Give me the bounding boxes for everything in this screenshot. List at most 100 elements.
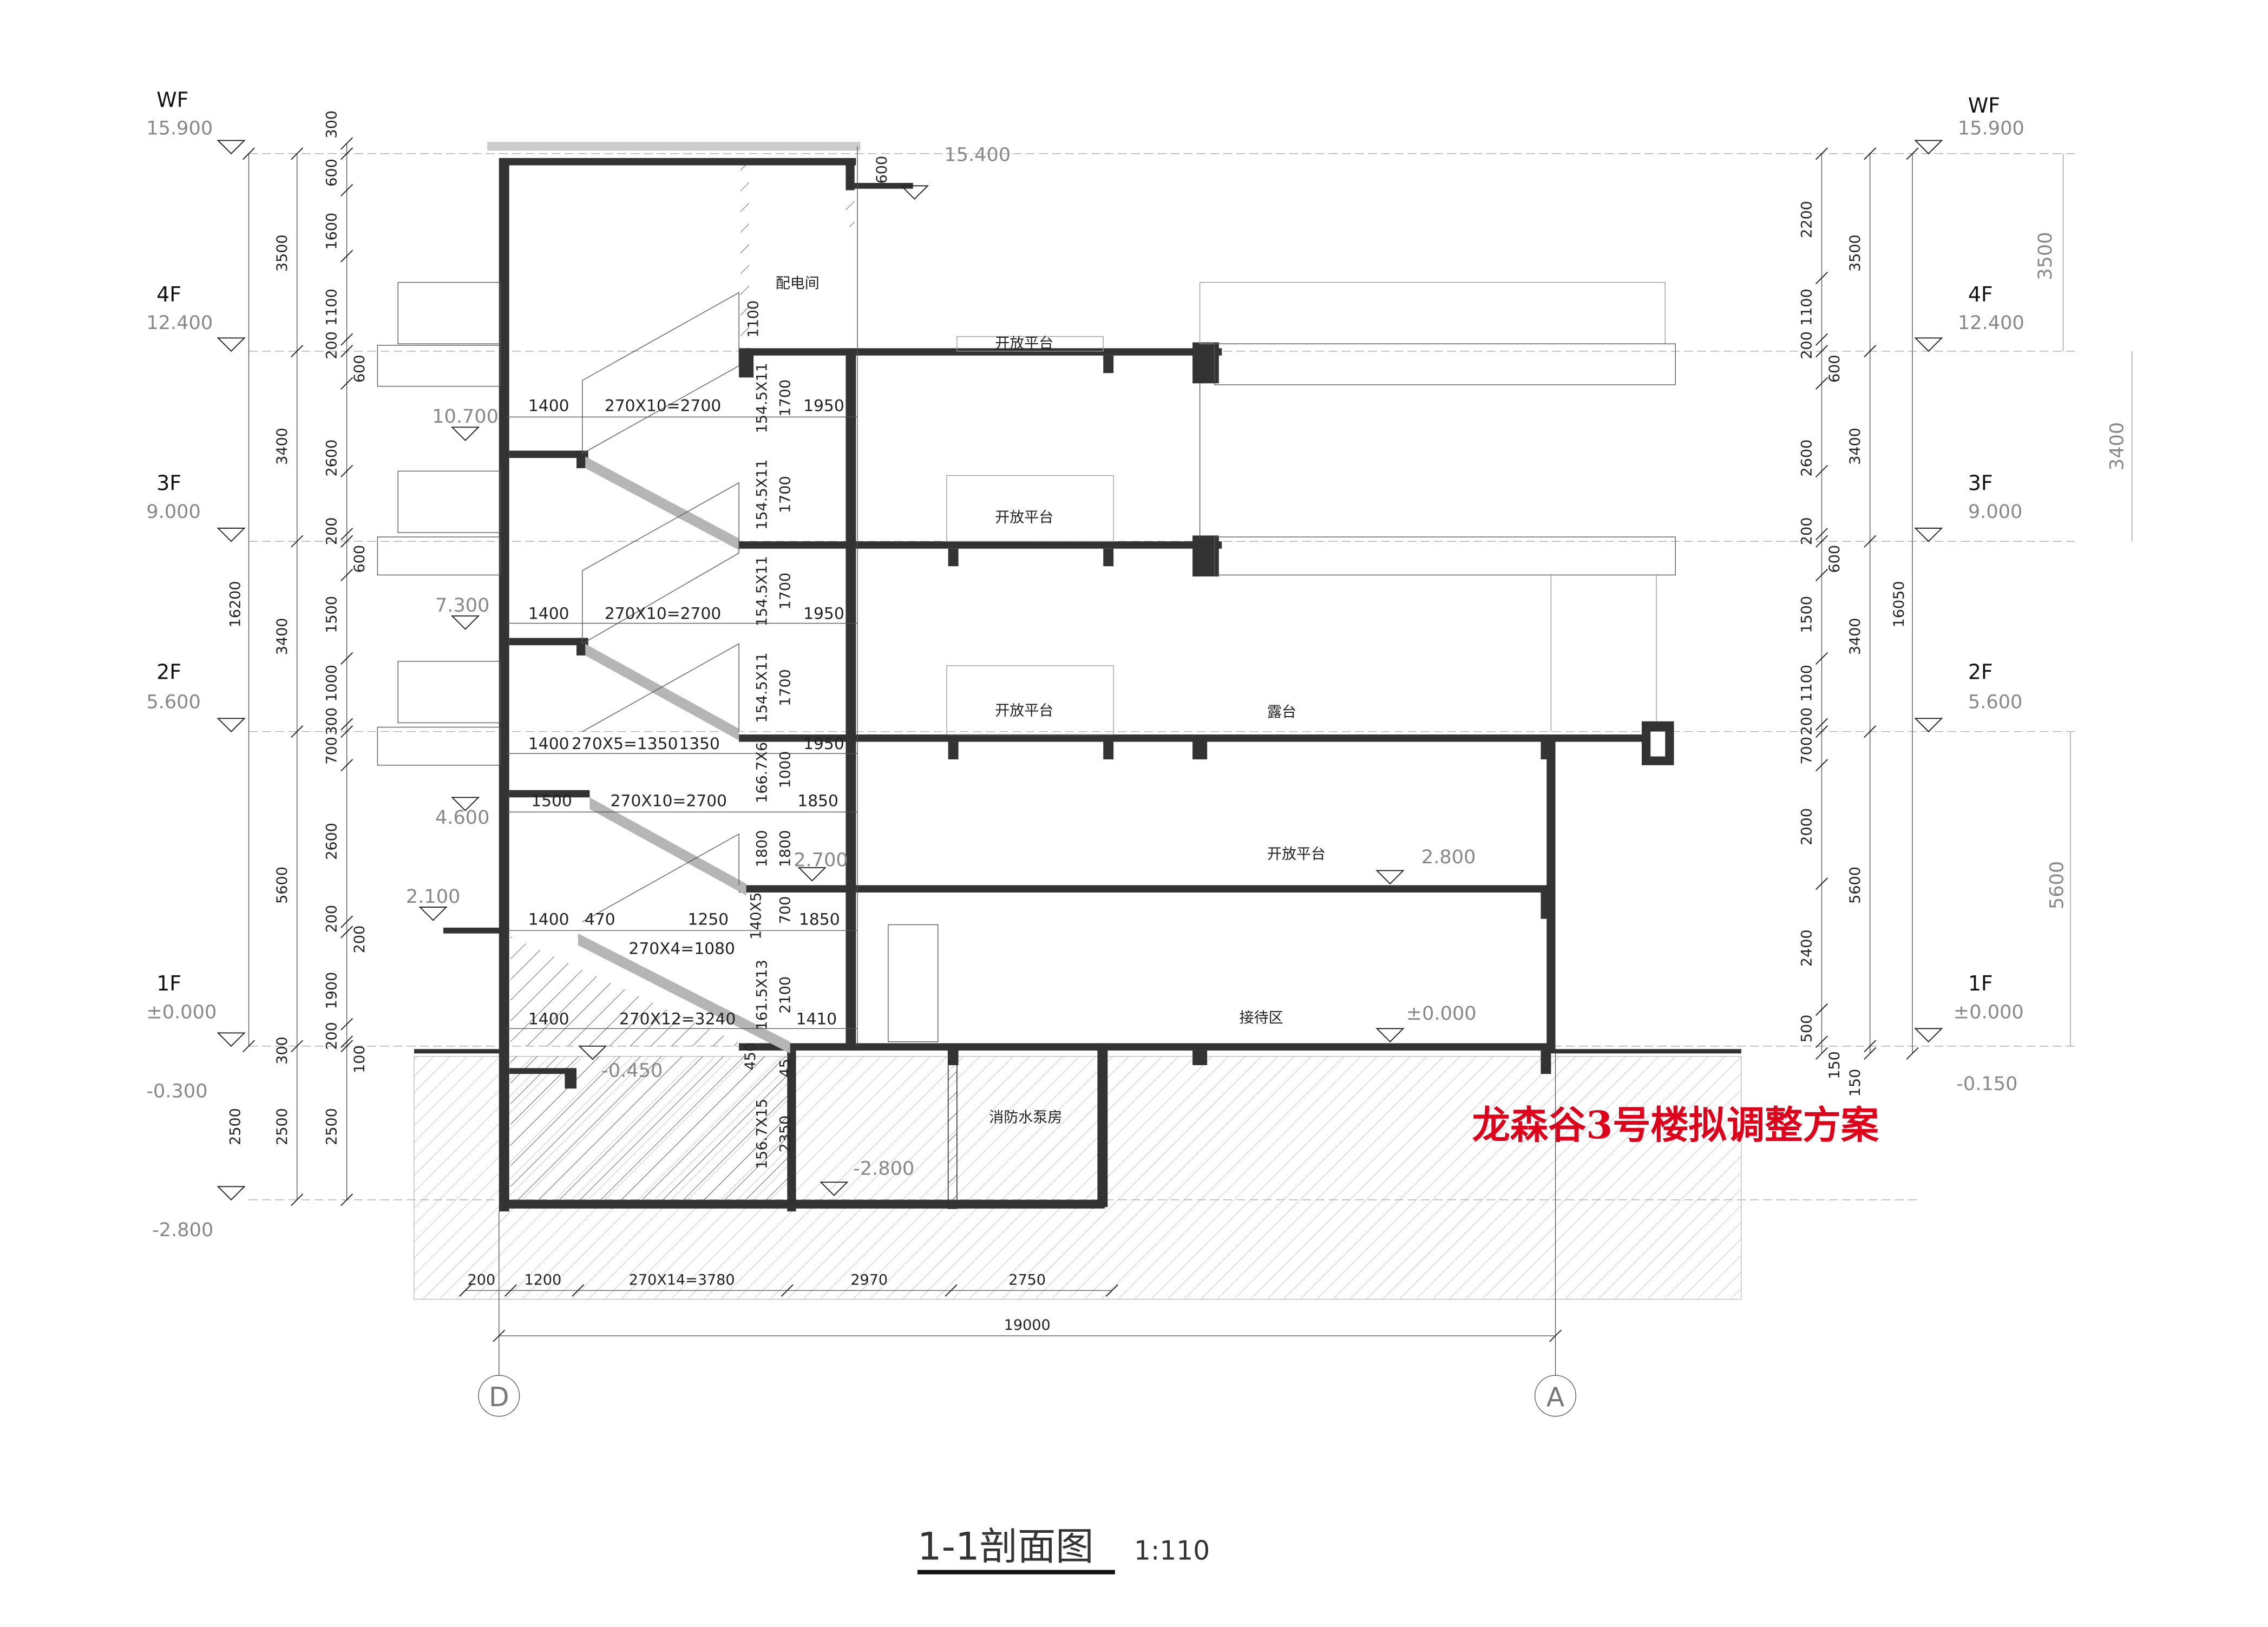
dimension-label: 2600 [324,439,340,477]
level-elevation: 12.400 [146,312,213,334]
level-name: 4F [1968,283,1993,306]
dimension-label: 200 [1799,517,1815,545]
dimension-label: 1500 [1799,596,1815,633]
dimension-label: 5600 [1847,867,1864,904]
level-name: WF [156,88,188,111]
dimension-label: 5600 [274,867,291,904]
dimension-label: 600 [351,355,368,383]
level-name: 1F [156,972,181,995]
dimension-label: 1400 [528,397,569,416]
level-triangle [1914,527,1943,542]
dimension-label: 2500 [227,1108,244,1145]
dimension-label: 19000 [1004,1317,1051,1334]
dimension-label: 600 [351,545,368,573]
grid-axis-a: A [1535,1053,1577,1417]
level-elevation: 15.900 [146,117,213,140]
dimension-label: 1100 [1799,665,1815,702]
dimension-label: 154.5X11 [753,556,770,626]
dimension-label: 1250 [688,910,729,929]
dimension-label: 3400 [2106,422,2128,470]
dimension-label: 2400 [1799,929,1815,967]
dimension-label: 1400 [528,910,569,929]
dimension-label: 16200 [227,581,244,627]
room-label: 消防水泵房 [989,1109,1062,1126]
level-elevation: 9.000 [1968,501,2023,523]
dimension-label: 2600 [1799,439,1815,477]
dimension-label: 161.5X13 [753,960,770,1030]
room-label: 开放平台 [995,335,1053,352]
dimension-label: 2970 [850,1271,888,1288]
dimension-label: 150 [1847,1069,1864,1097]
title-underline [917,1570,1115,1574]
level-triangle [217,337,246,352]
dimension-label: 100 [351,1045,368,1073]
dimension-label: 1350 [679,734,720,753]
drawing-title: 1-1剖面图 [917,1525,1094,1569]
level-elevation: ±0.000 [146,1001,217,1023]
dimension-label: 600 [874,156,890,184]
dimension-label: 200 [324,331,340,359]
dimension-label: 500 [1799,1015,1815,1043]
level-elevation: 12.400 [1958,312,2024,334]
elevation-label: 15.400 [944,143,1011,166]
elevation-triangle [451,797,480,811]
dimension-label: 1100 [324,288,340,326]
dimension-label: 270X14=3780 [629,1271,735,1288]
level-name: 2F [156,660,181,684]
dimension-label: 154.5X11 [753,363,770,433]
dimension-label: 3400 [1847,428,1864,465]
ground-hatch [414,936,1742,1300]
room-label: 配电间 [776,275,820,292]
level-elevation: 5.600 [146,691,201,713]
dimension-label: 2350 [777,1116,794,1153]
level-triangle [1914,140,1943,155]
dimension-label: 270X10=2700 [605,604,721,623]
dimension-label: 270X10=2700 [611,791,727,810]
axis-label: D [489,1382,509,1413]
dimension-label: 150 [1826,1051,1843,1079]
dimension-label: 600 [1826,355,1843,383]
dimension-label: 700 [324,737,340,765]
dimension-label: 1850 [799,910,840,929]
elevation-triangle [578,1045,607,1060]
elevation-label: 4.600 [435,806,490,829]
elevation-label: -0.450 [601,1060,663,1082]
level-triangle [217,140,246,155]
dimension-label: 3400 [1847,618,1864,655]
dimension-label: 1950 [803,604,844,623]
dimension-label: 1000 [777,751,794,789]
dimension-label: 200 [1799,707,1815,736]
level-name: 2F [1968,660,1993,684]
dimension-label: 1950 [803,734,844,753]
levels-left: WF 15.900 4F 12.400 3F 9.000 2F 5.600 1F… [146,88,217,1241]
dimension-label: 1700 [777,573,794,610]
dimension-label: 300 [274,1036,291,1065]
dimension-label: 200 [324,905,340,933]
dimension-label: 1950 [803,397,844,416]
dimension-label: 5600 [2046,861,2068,909]
room-label: 露台 [1267,704,1296,721]
dimension-label: 2200 [1799,201,1815,238]
elevation-label: 10.700 [432,405,499,428]
elevation-label: 2.800 [1421,846,1476,868]
dimension-label: 3500 [2034,232,2056,280]
dimension-label: 1800 [753,830,770,867]
dimension-label: 1700 [777,476,794,513]
level-elevation: 5.600 [1968,691,2023,713]
dimension-label: 200 [324,517,340,545]
dimension-label: 1500 [531,791,572,810]
elevation-triangle [900,185,929,200]
elevation-triangle [1375,1028,1405,1043]
elevation-label: 2.100 [406,885,461,908]
drawing-scale: 1:110 [1134,1536,1210,1566]
building-structure [377,142,1741,1212]
level-triangle [1914,718,1943,732]
axis-label: A [1546,1382,1564,1413]
dimension-label: 1500 [324,596,340,633]
level-triangles [217,140,1943,1200]
dimension-label: 700 [777,896,794,924]
dimension-label: 3500 [1847,234,1864,272]
dimension-label: 1400 [528,604,569,623]
dimension-label: 470 [585,910,615,929]
